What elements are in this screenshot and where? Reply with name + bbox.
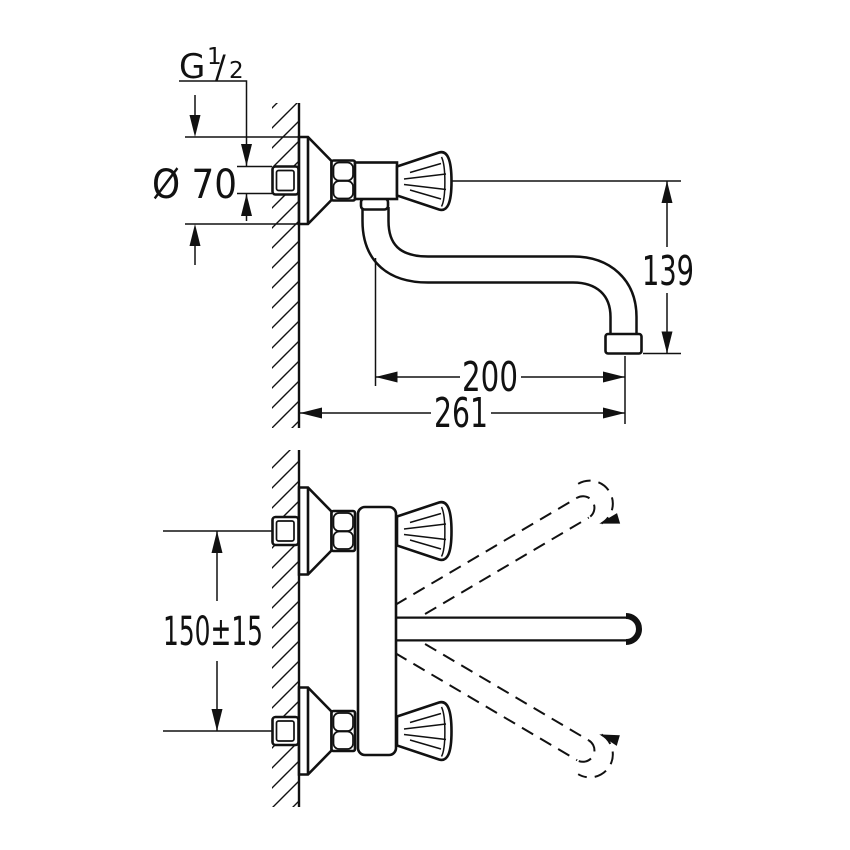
wall-section	[272, 103, 301, 428]
overall-projection-label: 261	[434, 389, 488, 437]
valve-body	[353, 161, 399, 201]
arrowhead	[189, 224, 201, 246]
arrowhead	[661, 331, 673, 354]
dimension-thread-g12	[179, 80, 272, 221]
arrowhead	[603, 407, 625, 419]
arrowhead	[661, 181, 673, 203]
wall-hatching	[272, 450, 299, 807]
dimension-escutcheon-diameter	[185, 95, 298, 265]
outlet-height-label: 139	[642, 247, 694, 295]
dimension-outlet-height	[452, 180, 681, 355]
spout-swivel-up-dashed	[394, 479, 621, 626]
dimension-connection-spacing	[163, 530, 272, 732]
arrowhead	[241, 194, 252, 216]
swivel-arrowhead	[599, 734, 620, 746]
swivel-arrow-arc	[577, 479, 614, 525]
dimension-overall-projection	[300, 407, 625, 419]
side-view: G 1 / 2 Ø 70 139	[152, 44, 694, 437]
thread-label: G 1 / 2	[179, 44, 244, 87]
spout-swivel-down-dashed	[394, 632, 620, 779]
thread-label-slash: /	[215, 48, 226, 86]
arrowhead	[189, 115, 201, 137]
arrowhead	[300, 407, 322, 419]
arrowhead	[211, 709, 223, 731]
spout-plan	[388, 613, 642, 645]
spout-tip-cap	[625, 613, 642, 645]
spout-projection-label: 200	[462, 353, 518, 401]
arrowhead	[603, 371, 625, 383]
connection-spacing-label: 150±15	[163, 609, 263, 655]
arrowhead	[375, 371, 398, 383]
cross-handle-left	[395, 500, 453, 562]
thread-label-sub: 2	[229, 58, 244, 84]
wall-section-plan	[272, 450, 301, 807]
wall-hatching	[272, 103, 299, 428]
thread-label-g: G	[179, 47, 205, 87]
arrowhead	[241, 144, 252, 166]
cross-handle-right	[395, 700, 453, 762]
mixer-body-column	[356, 505, 398, 757]
swivel-arrowhead	[599, 513, 621, 524]
escutcheon-diameter-label: Ø 70	[152, 162, 237, 208]
cross-handle	[395, 150, 453, 212]
thread-label-sup: 1	[207, 44, 222, 70]
plan-view: 150±15	[163, 450, 642, 807]
arrowhead	[211, 531, 223, 553]
spout	[359, 197, 643, 355]
aerator	[604, 332, 643, 355]
swivel-arrow-arc	[577, 733, 614, 779]
